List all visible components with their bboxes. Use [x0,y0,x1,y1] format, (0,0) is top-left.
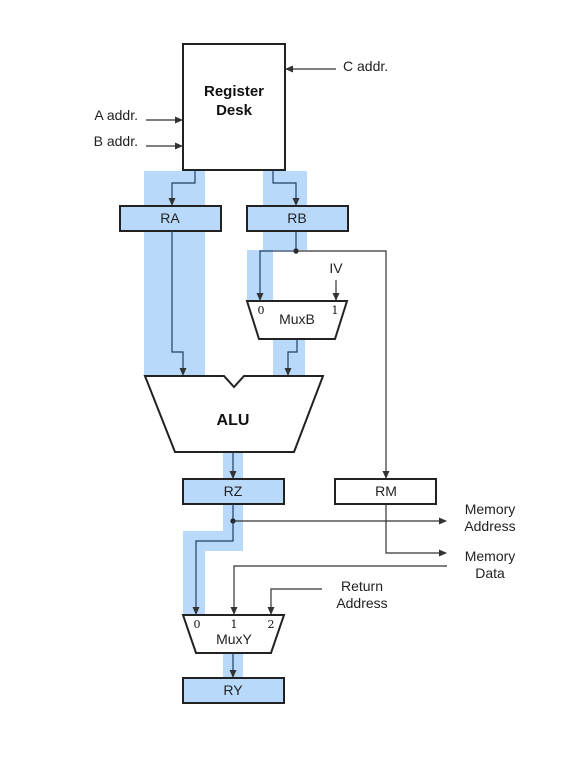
register-ra-label: RA [160,210,180,226]
a-addr-label: A addr. [94,107,138,123]
mux-b: 0 1 MuxB [245,300,349,340]
register-rm: RM [334,478,437,505]
return-address-label-1: Return [341,578,383,594]
alu: ALU [143,375,325,453]
register-ry: RY [182,677,285,704]
wire-rb-muxb [256,250,296,301]
mux-b-in1: 1 [332,304,339,317]
register-file-label-1: Register [204,83,264,100]
mem-address-label-2: Address [464,518,515,534]
address-inputs: C addr. A addr. B addr. [94,58,388,150]
wire-return-address-muxy [267,588,322,615]
register-ry-label: RY [223,682,243,698]
c-addr-label: C addr. [343,58,388,74]
mux-b-label: MuxB [279,311,315,327]
wire-rm-mem-data [385,504,447,557]
register-rb: RB [246,205,349,232]
register-rz-label: RZ [224,483,243,499]
wire-memdata-muxy [230,565,447,615]
wire-rb-rm [296,250,390,479]
register-rb-label: RB [287,210,306,226]
mux-b-in0: 0 [258,304,265,317]
wire-regfile-rb [272,170,300,206]
mux-y-label: MuxY [216,631,252,647]
mem-data-label-2: Data [475,565,505,581]
wire-ra-alu [171,231,187,376]
mux-y-in2: 2 [268,618,275,631]
alu-label: ALU [217,412,250,429]
register-ra: RA [119,205,222,232]
mem-data-label-1: Memory [465,548,516,564]
wire-muxb-alu [284,339,298,376]
register-rm-label: RM [375,483,397,499]
mux-y-in1: 1 [231,618,238,631]
register-file: Register Desk [182,43,286,171]
register-rz: RZ [182,478,285,505]
mem-address-label-1: Memory [465,501,516,517]
b-addr-label: B addr. [94,133,138,149]
register-file-label-2: Desk [216,102,253,119]
mux-y-in0: 0 [194,618,201,631]
wire-regfile-ra [168,170,196,206]
wire-rz-muxy [192,521,234,615]
iv-label: IV [329,260,343,276]
return-address-label-2: Address [336,595,387,611]
mux-y: 0 1 2 MuxY [181,614,286,654]
